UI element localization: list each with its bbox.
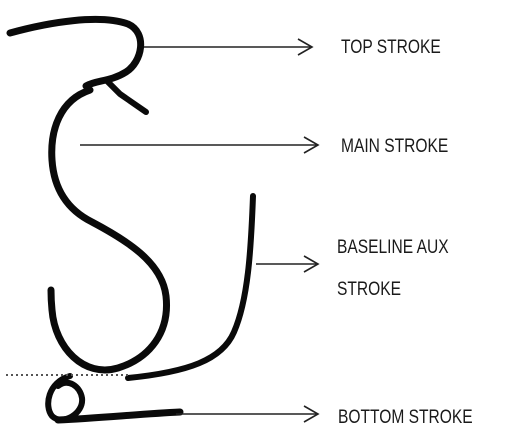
- arrow-main-stroke: [80, 137, 318, 153]
- label-baseline-aux-line1: BASELINE AUX: [337, 236, 449, 258]
- label-main-stroke: MAIN STROKE: [341, 135, 448, 157]
- arrow-top-stroke: [144, 39, 312, 55]
- labels: TOP STROKE MAIN STROKE BASELINE AUX STRO…: [337, 36, 473, 428]
- arrow-baseline-aux-stroke: [256, 256, 318, 272]
- glyph-bottom-loop: [48, 376, 82, 420]
- label-bottom-stroke: BOTTOM STROKE: [338, 406, 473, 428]
- glyph-main-stroke: [51, 90, 167, 370]
- label-baseline-aux-line2: STROKE: [337, 278, 401, 300]
- arrow-bottom-stroke: [176, 406, 318, 422]
- label-top-stroke: TOP STROKE: [341, 36, 441, 58]
- glyph-top-stroke: [10, 19, 141, 86]
- handwritten-glyph: [10, 19, 253, 420]
- glyph-tick-stroke: [106, 80, 146, 112]
